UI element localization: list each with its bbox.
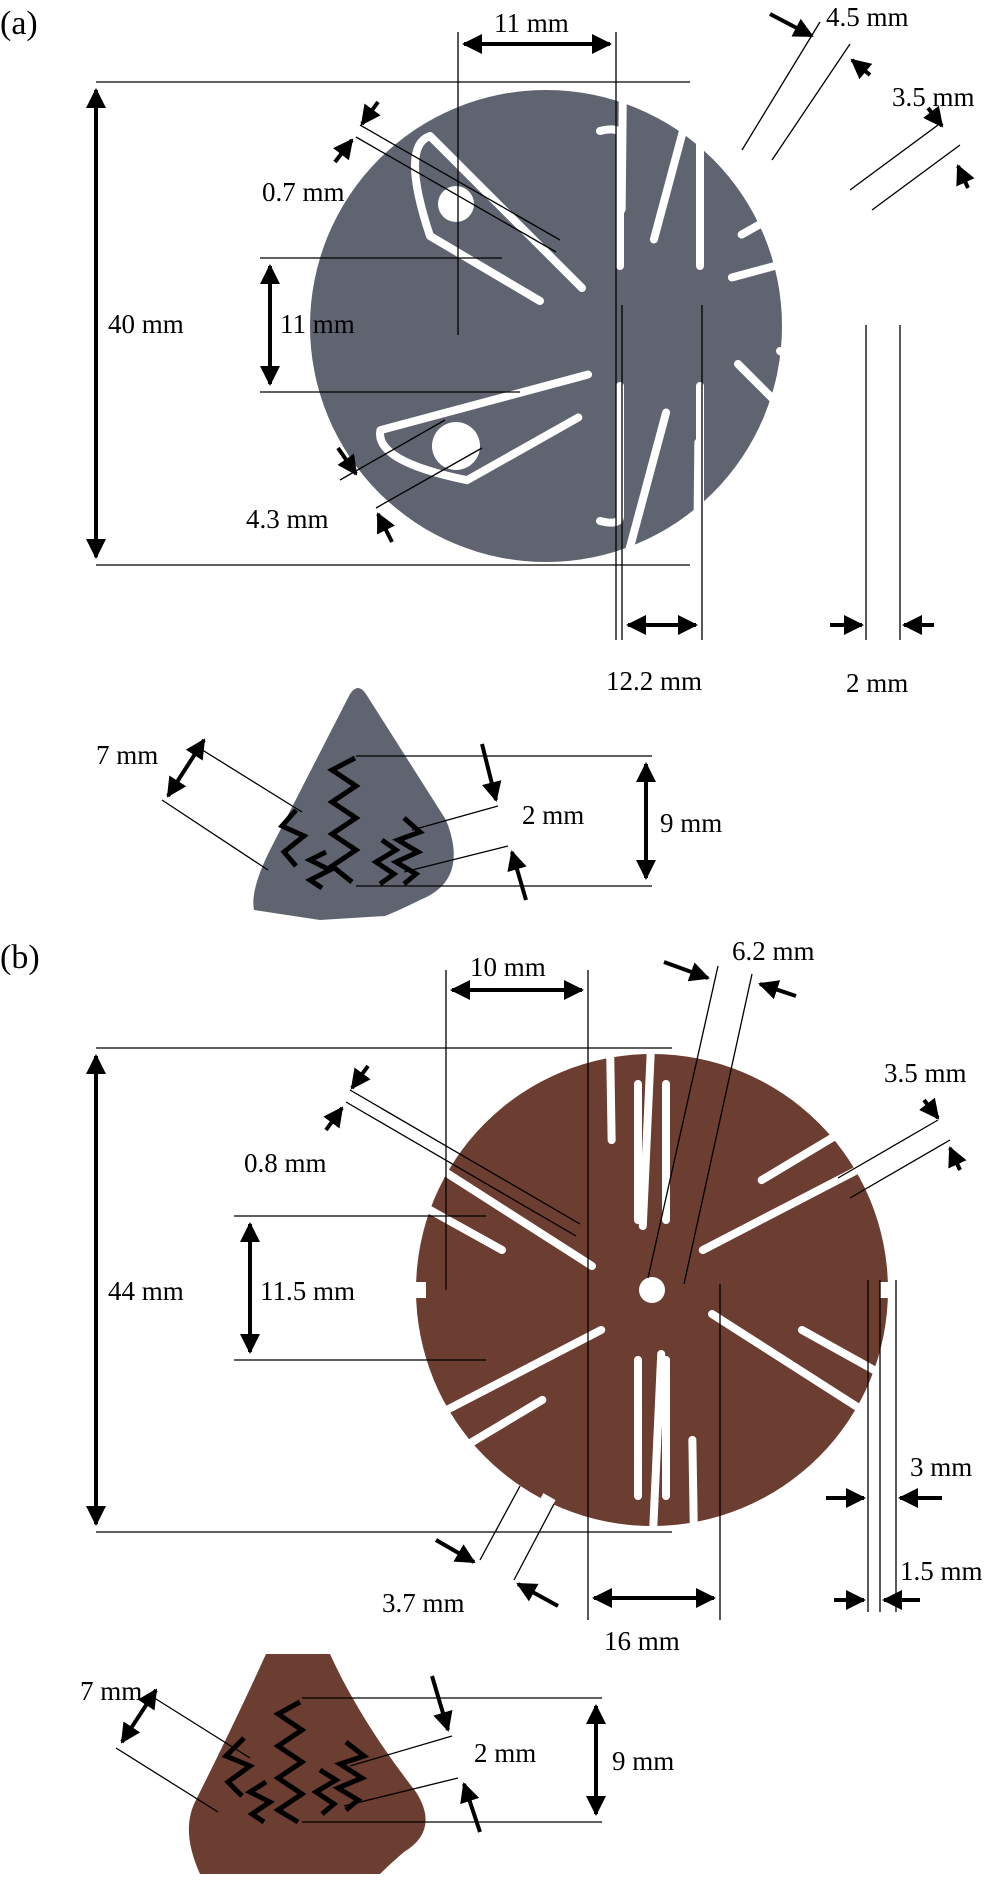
dim-a-detail-spring-length: 7 mm (96, 740, 158, 770)
disc-a-petals (376, 23, 944, 629)
dim-b-slot-width: 6.2 mm (732, 936, 815, 966)
disc-a-notch-bottom (642, 546, 678, 582)
detail-b-petal (188, 1654, 426, 1874)
disc-a-notch-upper-right (848, 186, 884, 222)
disc-b-center-hole (639, 1277, 665, 1303)
disc-b-notch-2 (752, 1042, 770, 1056)
dim-a-notch: 4.3 mm (246, 504, 329, 534)
detail-b-spring-left2 (244, 1779, 275, 1825)
detail-b: 7 mm 9 mm 2 mm (80, 1654, 674, 1874)
detail-b-spring-right (332, 1740, 370, 1812)
detail-a-spring-center (327, 755, 361, 884)
panel-b-label: (b) (0, 939, 40, 976)
detail-a-spring-right2 (371, 837, 401, 887)
dim-a-detail-petal-height: 9 mm (660, 808, 722, 838)
disc-b-notch-5 (880, 1282, 890, 1298)
detail-b-spring-center (273, 1699, 307, 1825)
disc-b-notch-3 (860, 1088, 878, 1106)
dim-a-edge: 2 mm (846, 668, 908, 698)
detail-b-spring-right2 (311, 1767, 341, 1816)
dim-b-rim-gap: 3.5 mm (884, 1058, 967, 1088)
dim-b-outer-diameter: 44 mm (108, 1276, 184, 1306)
panel-a: (a) (0, 2, 975, 920)
disc-b-notch-7 (756, 1520, 770, 1530)
dim-b-detail-spring-length: 7 mm (80, 1676, 142, 1706)
detail-a-spring-left2 (304, 849, 336, 891)
disc-a (310, 23, 944, 629)
dim-b-petal-height: 11.5 mm (260, 1276, 355, 1306)
dim-a-slit: 0.7 mm (262, 177, 345, 207)
panel-b: (b) (0, 936, 983, 1874)
detail-a-spring-right (390, 816, 425, 886)
disc-b-notch-1 (498, 1065, 516, 1081)
dim-b-slit: 0.8 mm (244, 1148, 327, 1178)
dim-a-center-width: 12.2 mm (606, 666, 702, 696)
disc-a-notch-upper-left (438, 186, 474, 222)
dim-a-outer-diameter: 40 mm (108, 309, 184, 339)
dim-b-edge-inner: 1.5 mm (900, 1556, 983, 1586)
disc-b (398, 1002, 906, 1578)
disc-b-notch-4 (416, 1282, 426, 1298)
detail-a-petal (253, 688, 454, 920)
panel-a-label: (a) (0, 5, 38, 42)
disc-a-notch-top (642, 70, 678, 106)
detail-a: 7 mm 9 mm 2 mm (96, 688, 722, 920)
detail-a-spring-left (277, 808, 309, 868)
dim-a-top-width: 11 mm (494, 8, 569, 38)
dim-b-detail-spring-gap: 2 mm (474, 1738, 536, 1768)
dim-a-rim-gap: 3.5 mm (892, 82, 975, 112)
dim-b-detail-petal-height: 9 mm (612, 1746, 674, 1776)
disc-a-body (310, 90, 782, 562)
dim-a-slot-width: 4.5 mm (826, 2, 909, 32)
dims-b: 44 mm 10 mm 11.5 mm 16 mm 3 mm 1.5 mm (86, 936, 983, 1656)
dim-a-detail-spring-gap: 2 mm (522, 800, 584, 830)
dim-b-top-width: 10 mm (470, 952, 546, 982)
dim-b-notch: 3.7 mm (382, 1588, 465, 1618)
disc-b-notch-6 (538, 1493, 556, 1509)
dim-b-center-width: 16 mm (604, 1626, 680, 1656)
detail-b-spring-left (221, 1736, 256, 1798)
dims-a: 40 mm 11 mm 11 mm 12.2 mm 2 mm 0.7 mm (86, 2, 975, 698)
disc-a-notch-lower-left (432, 422, 480, 470)
dim-a-petal-height: 11 mm (280, 309, 355, 339)
dim-b-edge-outer: 3 mm (910, 1452, 972, 1482)
